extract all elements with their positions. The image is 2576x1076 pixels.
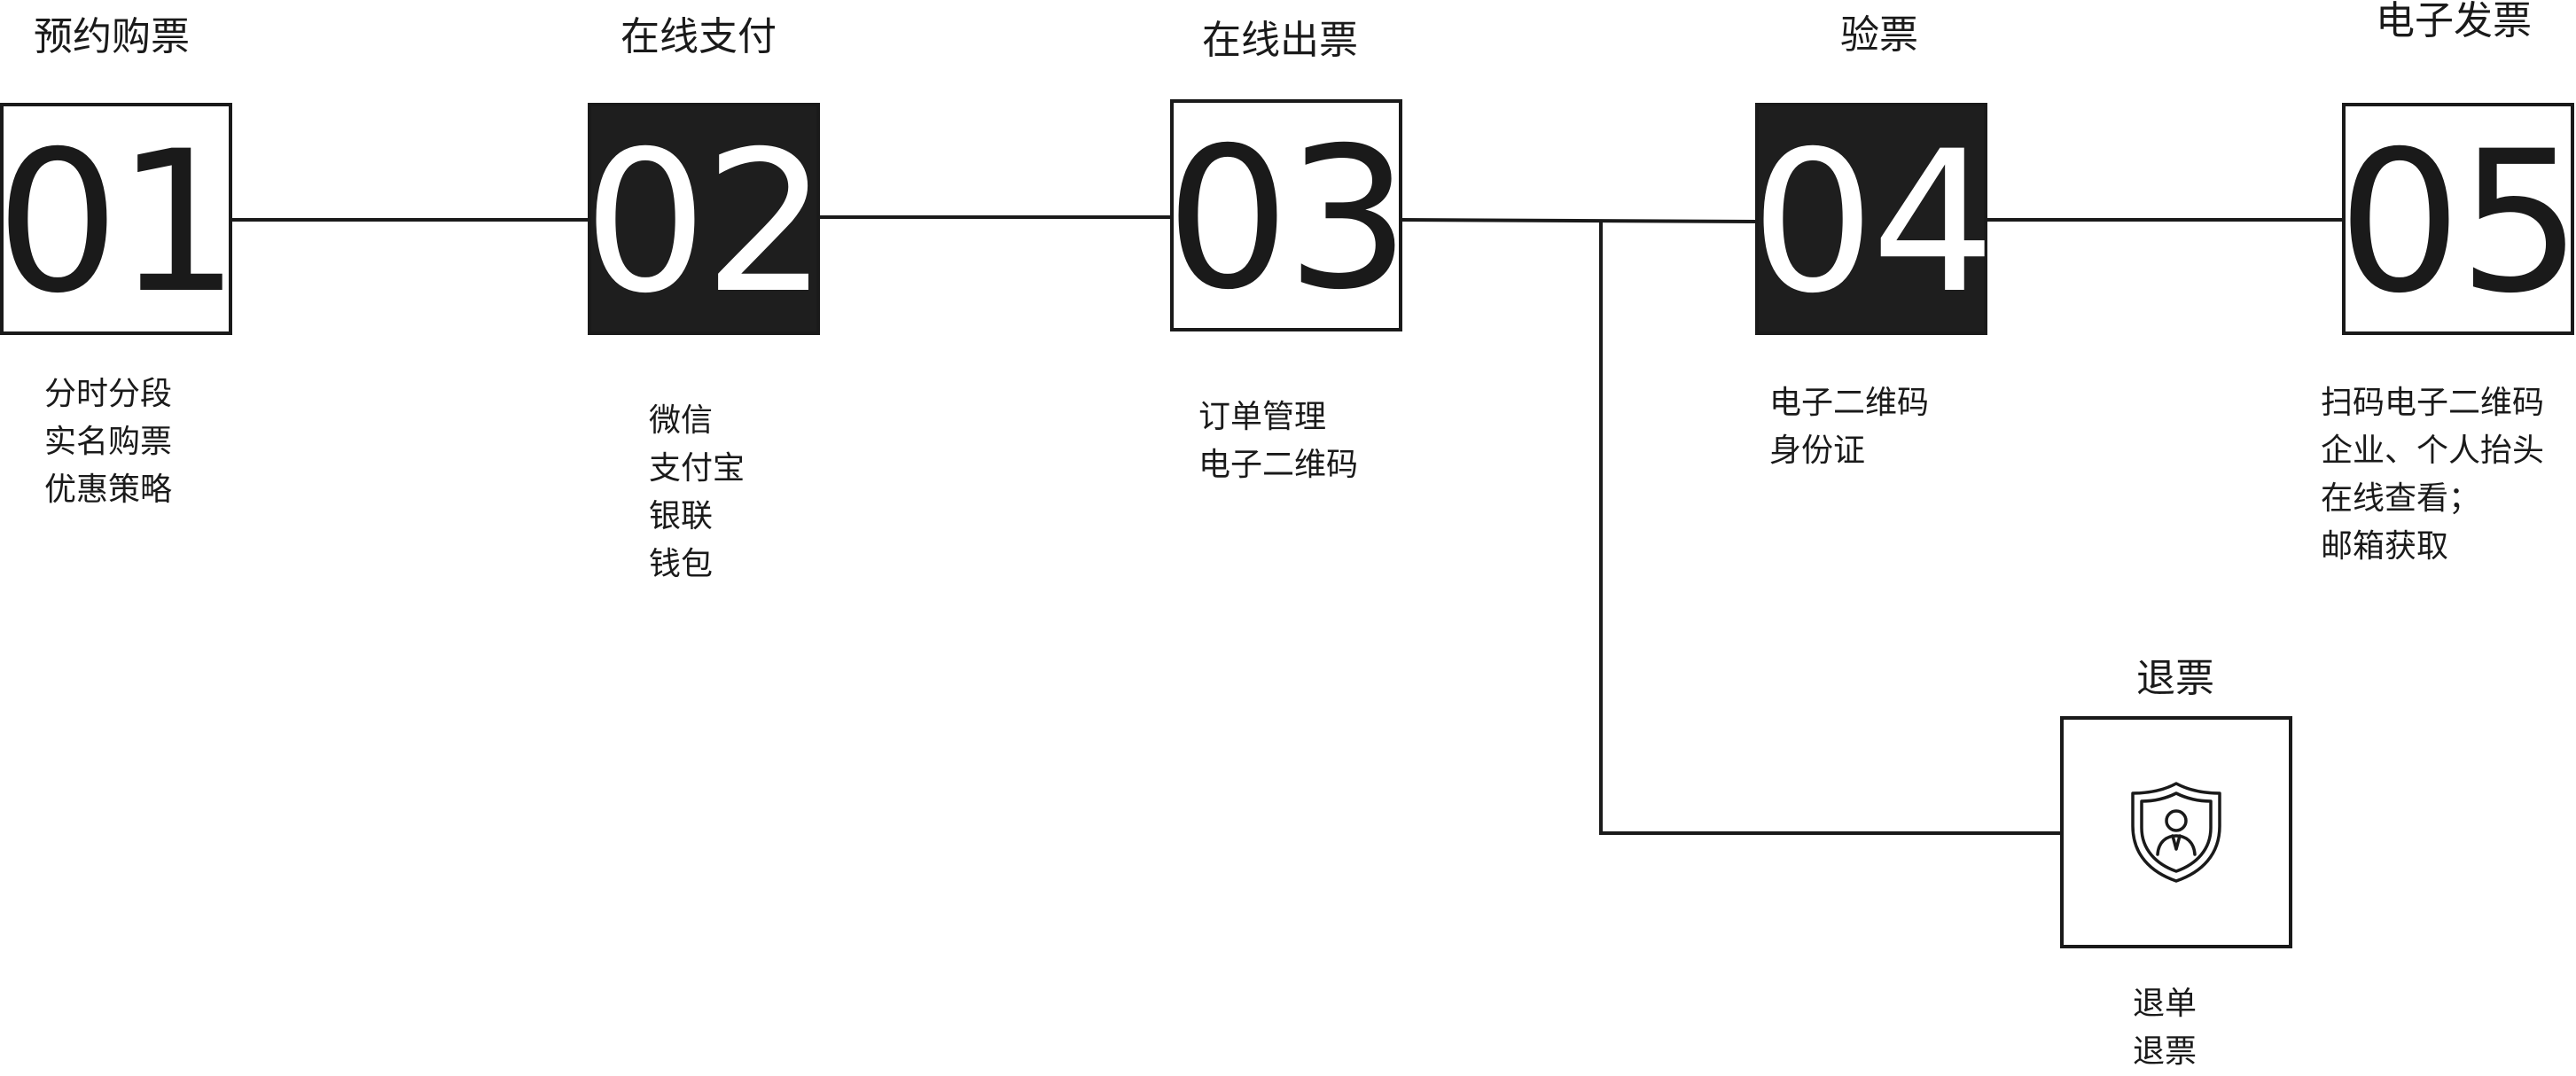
step-items-04: 电子二维码 身份证	[1769, 379, 1929, 475]
step-box-01: 01	[0, 103, 240, 335]
step-item: 退票	[2133, 1033, 2197, 1070]
step-title-04: 验票	[1840, 12, 1918, 58]
step-items-05: 扫码电子二维码 企业、个人抬头 在线查看； 邮箱获取	[2321, 379, 2544, 571]
step-number-01: 01	[0, 109, 240, 336]
step-item: 邮箱获取	[2321, 528, 2449, 565]
step-item: 身份证	[1769, 433, 1866, 469]
step-box-04: 04	[1751, 103, 1995, 335]
step-item: 分时分段	[44, 376, 173, 412]
connector-branch-refund	[1599, 220, 2062, 835]
step-number-02: 02	[583, 109, 828, 336]
step-item: 微信	[649, 402, 714, 439]
step-item: 电子二维码	[1198, 447, 1359, 483]
step-item: 电子二维码	[1769, 385, 1930, 421]
step-item: 钱包	[649, 546, 714, 582]
step-box-03: 03	[1166, 99, 1410, 331]
step-number-05: 05	[2338, 109, 2576, 336]
connector-03-04	[1401, 218, 1758, 223]
step-item: 退单	[2133, 986, 2197, 1022]
step-item: 在线查看；	[2321, 480, 2481, 517]
step-item: 银联	[649, 498, 714, 534]
step-title-02: 在线支付	[621, 14, 777, 59]
step-items-03: 订单管理 电子二维码	[1198, 394, 1358, 489]
refund-title: 退票	[2136, 656, 2214, 701]
step-item: 支付宝	[649, 450, 745, 487]
shield-user-icon	[2131, 782, 2221, 883]
step-items-01: 分时分段 实名购票 优惠策略	[44, 370, 172, 514]
step-title-01: 预约购票	[34, 14, 190, 59]
step-title-03: 在线出票	[1202, 18, 1358, 63]
step-number-03: 03	[1166, 105, 1410, 332]
step-number-04: 04	[1751, 109, 1995, 336]
step-item: 实名购票	[44, 424, 173, 460]
step-box-05: 05	[2338, 103, 2576, 335]
step-title-05: 电子发票	[2376, 0, 2532, 43]
refund-items: 退单 退票	[2133, 980, 2197, 1076]
step-box-02: 02	[583, 103, 828, 335]
refund-box	[2060, 716, 2292, 948]
step-items-02: 微信 支付宝 银联 钱包	[649, 397, 745, 589]
step-item: 企业、个人抬头	[2321, 433, 2545, 469]
step-item: 扫码电子二维码	[2321, 385, 2545, 421]
step-item: 优惠策略	[44, 472, 173, 508]
step-item: 订单管理	[1198, 399, 1327, 435]
